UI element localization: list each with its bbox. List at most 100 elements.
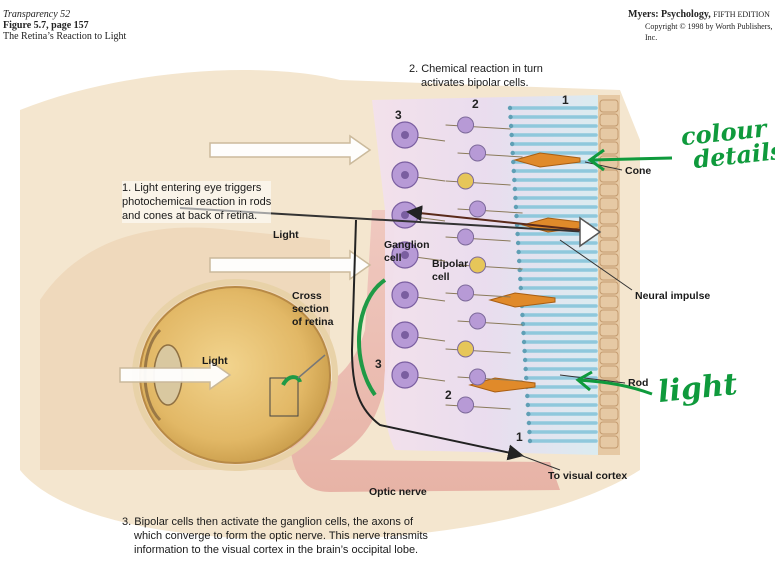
bipolar-dendrite <box>445 404 511 410</box>
bipolar-cell <box>469 368 487 386</box>
bipolar-cell <box>457 172 475 190</box>
visual-cortex-leader <box>519 454 561 471</box>
bipolar-cell <box>469 200 487 218</box>
cross-section-line: Cross <box>292 290 322 302</box>
bipolar-cell-label: Bipolar cell <box>432 258 468 284</box>
pigment-cell <box>599 211 619 225</box>
rod-nucleus <box>520 321 526 327</box>
bipolar-dendrite <box>457 208 523 214</box>
rod-nucleus <box>508 123 514 129</box>
rod-nucleus <box>523 366 528 372</box>
pigment-cell <box>599 155 619 169</box>
light-arrows <box>119 134 372 391</box>
bipolar-cell <box>457 284 475 302</box>
ganglion-nucleus <box>401 371 409 379</box>
light-ray-head <box>579 216 602 248</box>
pigment-cell <box>599 183 619 197</box>
ganglion-nucleus <box>401 131 409 139</box>
layer-number: 3 <box>375 357 382 371</box>
ganglion-line: Ganglion <box>384 239 430 251</box>
bipolar-dendrite <box>445 124 511 130</box>
figure-label: Figure 5.7, page 157 <box>3 20 89 31</box>
step1-line: and cones at back of retina. <box>122 210 258 222</box>
rod-nucleus <box>525 402 531 408</box>
optic-nerve-label: Optic nerve <box>369 486 427 498</box>
step1-line: photochemical reaction in rods <box>122 196 272 208</box>
ganglion-nucleus <box>401 251 409 259</box>
layer-number: 2 <box>472 97 479 111</box>
rod-nucleus <box>511 168 516 174</box>
green-axon-eye <box>281 375 302 387</box>
pigment-cell <box>599 113 619 127</box>
pigment-cell <box>599 253 619 267</box>
handwritten-light: light <box>656 366 740 411</box>
handwritten-colour-details: colour details <box>679 113 775 174</box>
edition: FIFTH EDITION <box>713 10 770 19</box>
pigment-cell <box>599 323 619 337</box>
step2-line: 2. Chemical reaction in turn <box>409 63 543 75</box>
pigment-cell <box>599 239 619 253</box>
bipolar-cell <box>469 256 487 274</box>
rod-nucleus <box>526 420 532 426</box>
rod-label: Rod <box>628 377 649 389</box>
bipolar-cell <box>457 116 475 134</box>
bipolar-dendrite <box>445 348 511 354</box>
step3-line: 3. Bipolar cells then activate the gangl… <box>122 516 414 528</box>
ganglion-cell-label: Ganglion cell <box>384 239 430 265</box>
layer-number: 2 <box>445 388 452 402</box>
pigment-cell <box>599 407 619 421</box>
optic-nerve-shape <box>289 210 560 492</box>
cross-section-pointer <box>297 354 326 379</box>
step2-line: activates bipolar cells. <box>421 77 529 89</box>
bipolar-cell <box>469 144 487 162</box>
pigment-cell <box>599 127 619 141</box>
layer-number: 3 <box>395 108 402 122</box>
light-label: Light <box>273 229 299 241</box>
rod-nucleus <box>510 150 515 156</box>
light-arrow <box>209 134 372 166</box>
rod-leader <box>559 374 626 384</box>
visual-cortex-label: To visual cortex <box>548 470 628 482</box>
ganglion-cells <box>391 121 446 389</box>
cone-cell <box>513 152 581 168</box>
ganglion-nucleus <box>401 291 409 299</box>
rod-nucleus <box>509 141 515 147</box>
rod-nucleus <box>521 339 527 345</box>
bipolar-dendrite <box>445 236 511 242</box>
rod-nucleus <box>509 132 514 138</box>
return-signal <box>406 205 581 231</box>
rod-nucleus <box>512 186 518 192</box>
rod-nucleus <box>526 411 531 417</box>
green-axon <box>357 278 387 397</box>
step1-line: 1. Light entering eye triggers <box>122 182 262 194</box>
rod-nucleus <box>513 204 519 210</box>
rod-nucleus <box>522 348 527 354</box>
pigment-cell <box>599 435 619 449</box>
bipolar-cell <box>469 312 487 330</box>
rod-nucleus <box>508 114 513 120</box>
cross-section-line: section <box>292 303 329 315</box>
cross-section-box <box>269 377 299 417</box>
step3-caption: 3. Bipolar cells then activate the gangl… <box>122 515 428 557</box>
bipolar-dendrite <box>457 376 523 382</box>
handwritten-arrows <box>575 148 673 396</box>
ganglion-line: cell <box>384 252 402 264</box>
rod-nucleus <box>513 195 518 201</box>
rod-nucleus <box>515 231 520 237</box>
pigment-cell <box>599 365 619 379</box>
rod-nucleus <box>512 177 517 183</box>
pigment-cell <box>599 421 619 435</box>
rod-nucleus <box>514 213 519 219</box>
rod-cells <box>507 105 598 444</box>
publisher-title: Myers: Psychology, FIFTH EDITION <box>628 9 770 20</box>
rod-nucleus <box>524 375 529 381</box>
bipolar-cells <box>445 116 523 414</box>
rod-nucleus <box>507 105 513 111</box>
bipolar-line: Bipolar <box>432 258 469 270</box>
rod-nucleus <box>511 159 516 165</box>
pigment-cell <box>599 351 619 365</box>
rod-nucleus <box>515 240 521 246</box>
ganglion-nucleus <box>401 211 409 219</box>
cone-label: Cone <box>625 165 652 177</box>
layer-number: 1 <box>516 430 523 444</box>
